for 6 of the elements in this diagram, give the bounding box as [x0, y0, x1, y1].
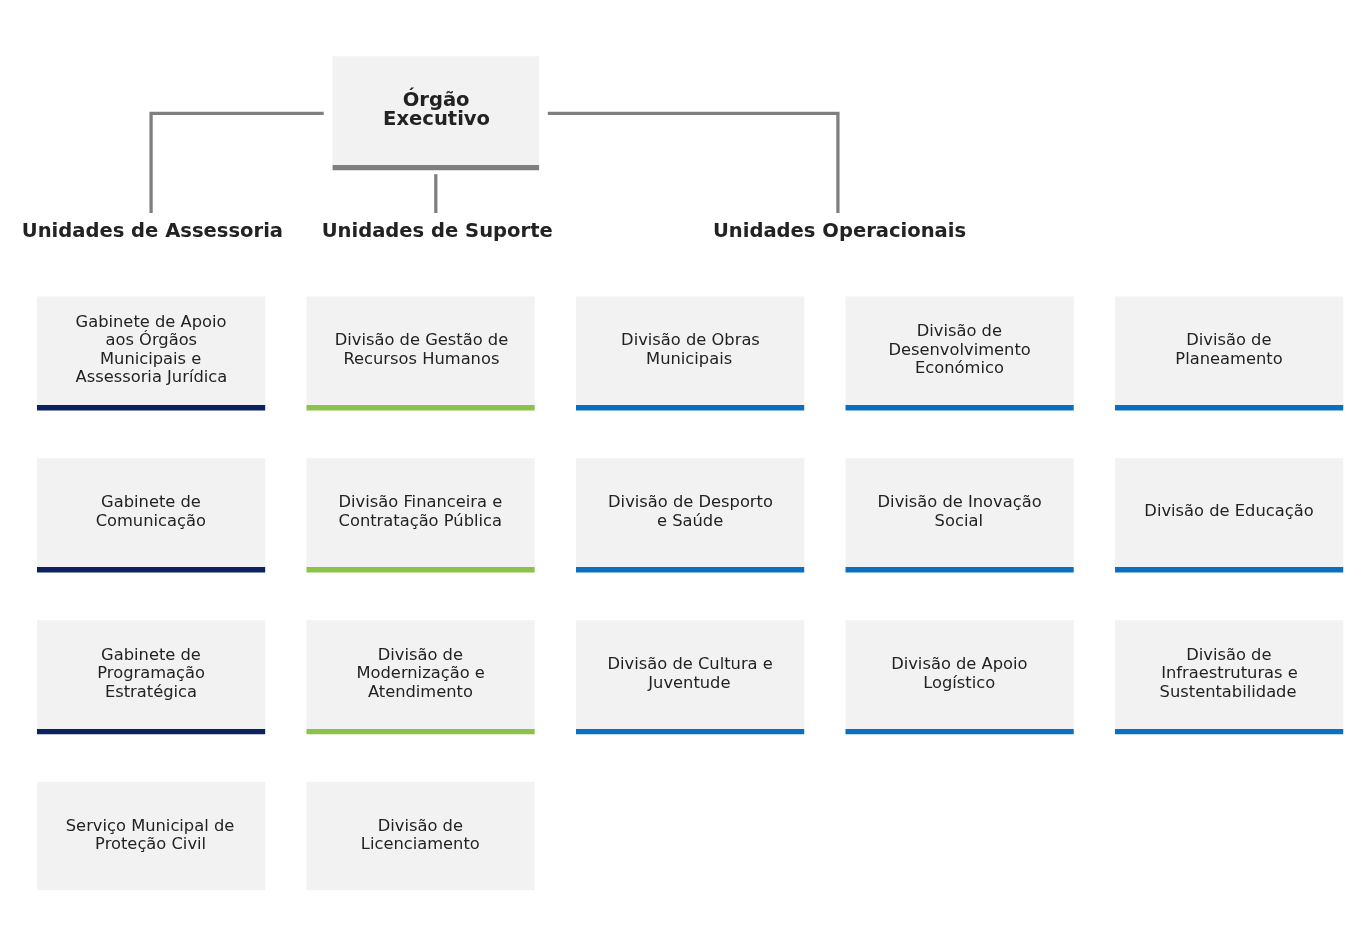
connector	[434, 174, 438, 214]
node-text: Unidades Operacionais	[712, 218, 967, 242]
connector	[149, 111, 324, 214]
node-text: Unidades de Assessoria	[21, 218, 284, 242]
node-text: Unidades de Suporte	[321, 218, 553, 242]
connector	[547, 111, 840, 214]
